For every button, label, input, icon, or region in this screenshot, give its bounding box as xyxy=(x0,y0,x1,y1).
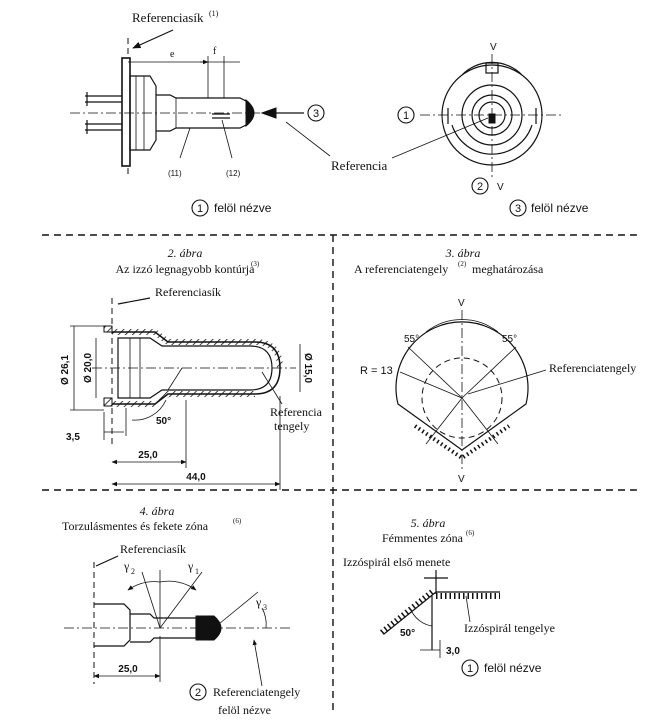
fig4-view-line2: felöl nézve xyxy=(218,703,271,717)
fig2-number: 2. ábra xyxy=(168,246,203,260)
fig2-dim-26-1: Ø 26,1 xyxy=(60,355,71,385)
fig3-outline xyxy=(395,321,529,451)
fig5-50deg-line xyxy=(383,591,437,635)
fig2-ref-line1: Referencia xyxy=(270,405,323,419)
fig2-dim-20-0: Ø 20,0 xyxy=(83,353,94,383)
fig3-number: 3. ábra xyxy=(445,246,481,260)
fig3-title-b: meghatározása xyxy=(472,262,544,276)
svg-text:3: 3 xyxy=(263,603,267,612)
fig2-ref-line2: tengely xyxy=(274,419,309,433)
label-11: (11) xyxy=(168,169,182,178)
fig2-dim-25-0: 25,0 xyxy=(138,450,158,461)
fig2-dim-3-5: 3,5 xyxy=(66,432,80,443)
svg-text:1: 1 xyxy=(197,203,203,215)
fig3-title-sup: (2) xyxy=(458,260,467,268)
view3-caption-marker xyxy=(509,199,527,217)
fig2-title-sup: (3) xyxy=(251,260,260,268)
fig3-ref-axis: Referenciatengely xyxy=(549,361,636,375)
fig3-angle-right: 55° xyxy=(502,334,517,345)
fig2-angle: 50° xyxy=(156,416,171,427)
fig4-gamma2: γ xyxy=(123,559,130,573)
fig3-r13-circle xyxy=(421,357,503,439)
fig4-base xyxy=(94,603,131,647)
svg-text:1: 1 xyxy=(403,110,409,122)
fig5-spiral-axis-label: Izzóspirál tengelye xyxy=(464,621,555,635)
view1-marker xyxy=(191,199,209,217)
lamp-base xyxy=(129,75,157,151)
figure-4: 4. ábra Torzulásmentes és fekete zóna (6… xyxy=(62,504,300,717)
referencia-label: Referencia xyxy=(331,158,388,173)
fig2-dim-44-0: 44,0 xyxy=(186,472,206,483)
fig5-title-sup: (6) xyxy=(466,529,475,537)
figure-2: 2. ábra Az izzó legnagyobb kontúrja (3) … xyxy=(60,246,323,490)
flange xyxy=(121,57,131,167)
end-outer xyxy=(441,64,543,166)
top-v-label: V xyxy=(490,42,497,53)
figure-5: 5. ábra Fémmentes zóna (6) Izzóspirál el… xyxy=(343,516,555,677)
refplane-arrow xyxy=(132,29,174,49)
dim-e: e xyxy=(170,49,175,60)
fig4-view-line1: Referenciatengely xyxy=(213,685,300,699)
label-12: (12) xyxy=(226,169,241,178)
fig4-title: Torzulásmentes és fekete zóna xyxy=(62,519,209,533)
svg-text:1: 1 xyxy=(467,663,473,675)
top-notch xyxy=(485,62,499,74)
fig3-v-top: V xyxy=(458,298,465,309)
fig4-refplane: Referenciasík xyxy=(120,542,186,556)
fig3-v-bottom: V xyxy=(458,474,465,485)
fig2-dim-15-0: Ø 15,0 xyxy=(302,353,313,383)
fig4-view-marker xyxy=(189,683,207,701)
view1-caption: felöl nézve xyxy=(214,201,272,215)
fig5-view-text: felöl nézve xyxy=(484,661,542,675)
fig4-number: 4. ábra xyxy=(140,504,175,518)
fig3-title-a: A referenciatengely xyxy=(354,262,448,276)
svg-text:2: 2 xyxy=(131,567,135,576)
fig3-r-label: R = 13 xyxy=(360,365,393,377)
svg-text:3: 3 xyxy=(515,203,521,215)
fig4-dim-25-0: 25,0 xyxy=(118,664,138,675)
svg-text:1: 1 xyxy=(195,567,199,576)
fig5-title: Fémmentes zóna xyxy=(382,531,464,545)
figure-3: 3. ábra A referenciatengely (2) meghatár… xyxy=(354,246,636,485)
top-refplane-label: Referenciasík xyxy=(132,10,204,25)
fig5-dim-3-0: 3,0 xyxy=(446,646,460,657)
fig5-angle: 50° xyxy=(400,628,415,639)
top-side-view: Referenciasík (1) 3 e f xyxy=(70,9,489,217)
view3-caption: felöl nézve xyxy=(531,201,589,215)
svg-text:2: 2 xyxy=(195,687,201,699)
fig5-spiral-first: Izzóspirál első menete xyxy=(343,555,450,569)
view3-marker xyxy=(307,104,325,122)
fig4-gamma1: γ xyxy=(187,559,194,573)
fig3-angle-left: 55° xyxy=(404,334,419,345)
top-refplane-sup: (1) xyxy=(209,9,219,18)
top-end-view: V 1 2 V 3 felöl nézve xyxy=(397,42,589,217)
svg-text:3: 3 xyxy=(313,108,319,120)
fig2-title: Az izzó legnagyobb kontúrja xyxy=(116,262,256,276)
fig4-title-sup: (6) xyxy=(233,517,242,525)
fig5-number: 5. ábra xyxy=(411,516,446,530)
svg-text:V: V xyxy=(497,182,504,193)
fig2-refplane: Referenciasík xyxy=(155,285,221,299)
fig4-gamma3: γ xyxy=(255,595,262,609)
fig5-view-marker xyxy=(461,659,479,677)
svg-text:2: 2 xyxy=(477,181,483,193)
dim-f: f xyxy=(213,46,217,57)
